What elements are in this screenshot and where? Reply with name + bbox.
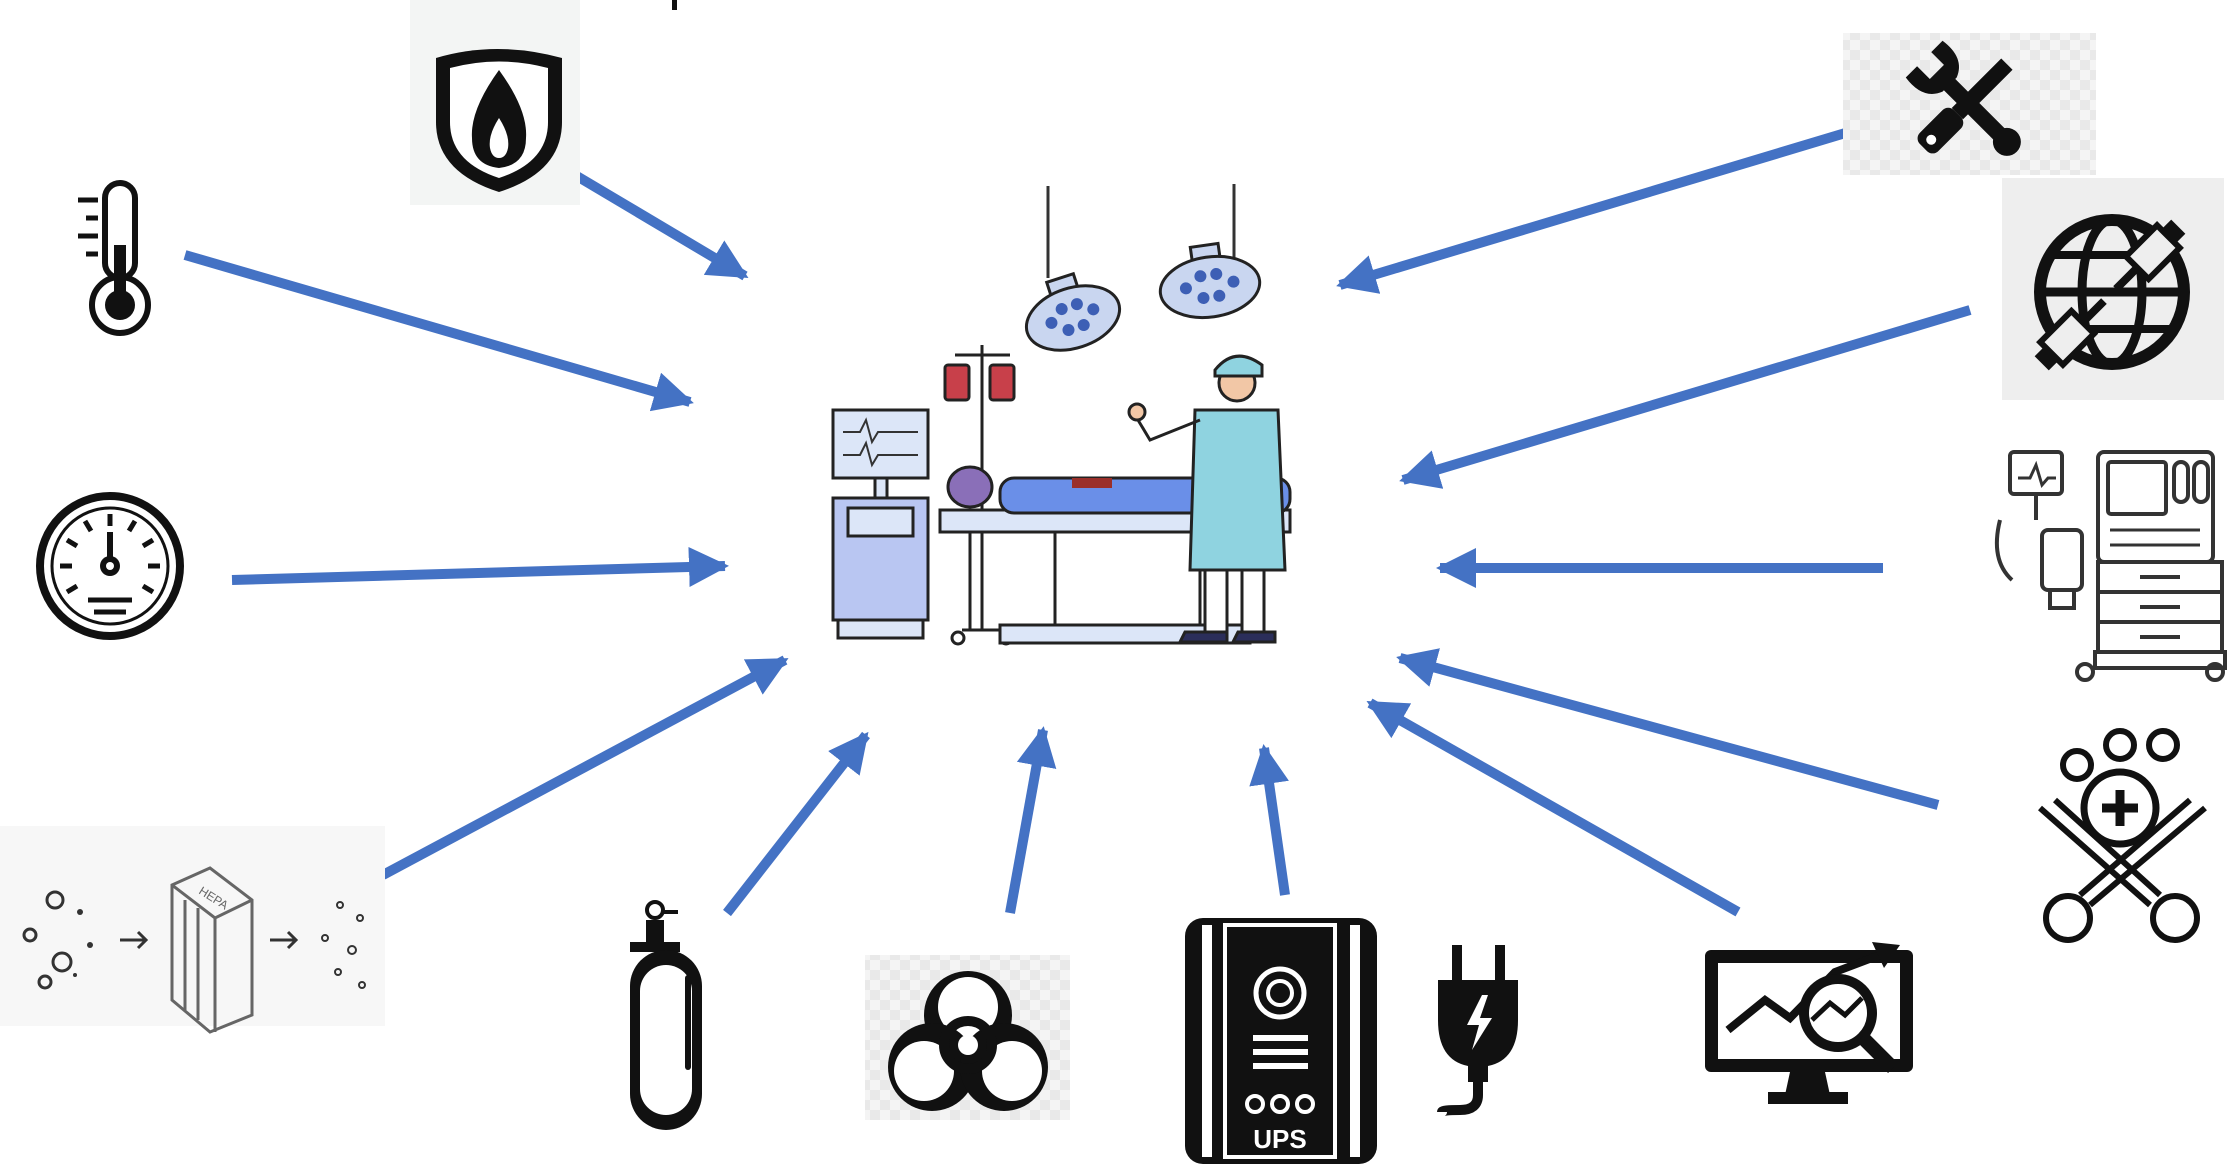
arrow-monitor <box>1366 698 1741 917</box>
biohazard-icon <box>865 955 1070 1120</box>
arrow-ups <box>1249 744 1290 896</box>
gas-cylinder-icon <box>630 900 702 1130</box>
arrow-pressure <box>231 547 729 588</box>
arrow-network <box>1399 305 1972 489</box>
ups-unit-icon: UPS <box>1185 918 1377 1164</box>
thermometer-icon <box>78 180 151 336</box>
arrow-thermometer <box>183 250 694 412</box>
maintenance-tools-icon <box>1843 33 2096 175</box>
arrow-hepa <box>380 655 789 880</box>
surgery-scene-icon <box>831 184 1292 646</box>
arrow-biohazard <box>1005 726 1057 914</box>
pressure-gauge-icon <box>36 492 184 640</box>
ups-label: UPS <box>1253 1124 1306 1154</box>
monitor-analytics-icon <box>1705 942 1913 1104</box>
arrow-gas <box>723 731 870 917</box>
arrow-surgical <box>1396 648 1940 810</box>
fire-shield-icon <box>410 0 580 205</box>
arrows-group <box>183 120 1972 917</box>
network-globe-icon <box>2002 178 2224 400</box>
anesthesia-machine-icon <box>1994 450 2227 682</box>
hepa-filter-icon: HEPA <box>0 826 385 1034</box>
arrow-fire <box>567 167 749 281</box>
surgical-instruments-icon <box>2038 728 2207 943</box>
cropped-text-fragment <box>672 0 677 10</box>
arrow-tools <box>1336 120 1874 294</box>
power-plug-icon <box>1437 945 1518 1117</box>
